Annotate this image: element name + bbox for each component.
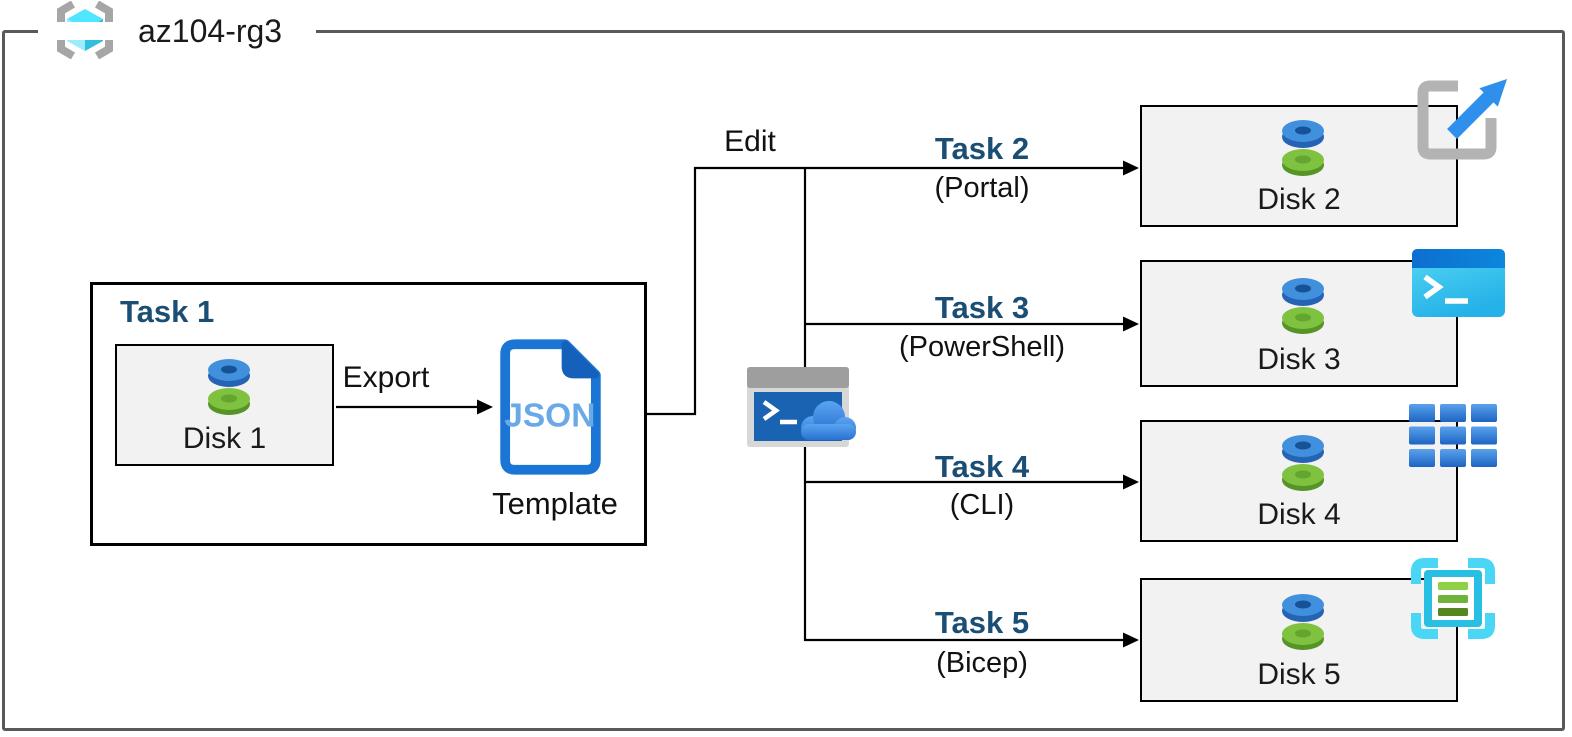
disk2-box: Disk 2 <box>1140 105 1458 227</box>
disk5-box: Disk 5 <box>1140 578 1458 702</box>
disk4-box: Disk 4 <box>1140 420 1458 542</box>
disk4-label: Disk 4 <box>1257 498 1341 531</box>
disk1-box: Disk 1 <box>115 344 334 466</box>
bicep-template-icon <box>1411 558 1495 639</box>
export-label: Export <box>342 361 430 394</box>
disk2-label: Disk 2 <box>1257 183 1341 216</box>
edit-label: Edit <box>724 125 776 158</box>
managed-disk-icon <box>208 359 250 415</box>
cloud-shell-icon <box>747 367 856 447</box>
task5-method: (Bicep) <box>936 647 1028 679</box>
task3-title: Task 3 <box>934 290 1030 325</box>
disk3-box: Disk 3 <box>1140 260 1458 387</box>
template-label: Template <box>492 486 618 521</box>
cli-grid-icon <box>1409 404 1497 467</box>
json-template-icon: JSON <box>500 339 601 475</box>
task2-method: (Portal) <box>934 172 1030 204</box>
task4-method: (CLI) <box>949 489 1015 521</box>
managed-disk-icon <box>1282 120 1324 176</box>
task2-title: Task 2 <box>934 131 1030 166</box>
task4-title: Task 4 <box>934 449 1030 484</box>
managed-disk-icon <box>1282 435 1324 491</box>
disk3-label: Disk 3 <box>1257 343 1341 376</box>
task5-title: Task 5 <box>934 605 1030 640</box>
resource-group-name: az104-rg3 <box>138 13 283 49</box>
disk1-label: Disk 1 <box>182 422 267 455</box>
powershell-icon <box>1412 249 1505 317</box>
managed-disk-icon <box>1282 594 1324 650</box>
managed-disk-icon <box>1282 278 1324 334</box>
resource-group-border-gap <box>38 22 316 40</box>
resource-group-border <box>2 30 1565 731</box>
json-file-text: JSON <box>504 398 595 435</box>
resize-arrow-icon <box>1417 79 1507 160</box>
disk5-label: Disk 5 <box>1257 658 1341 691</box>
task1-title: Task 1 <box>120 294 215 329</box>
task3-method: (PowerShell) <box>899 331 1065 363</box>
